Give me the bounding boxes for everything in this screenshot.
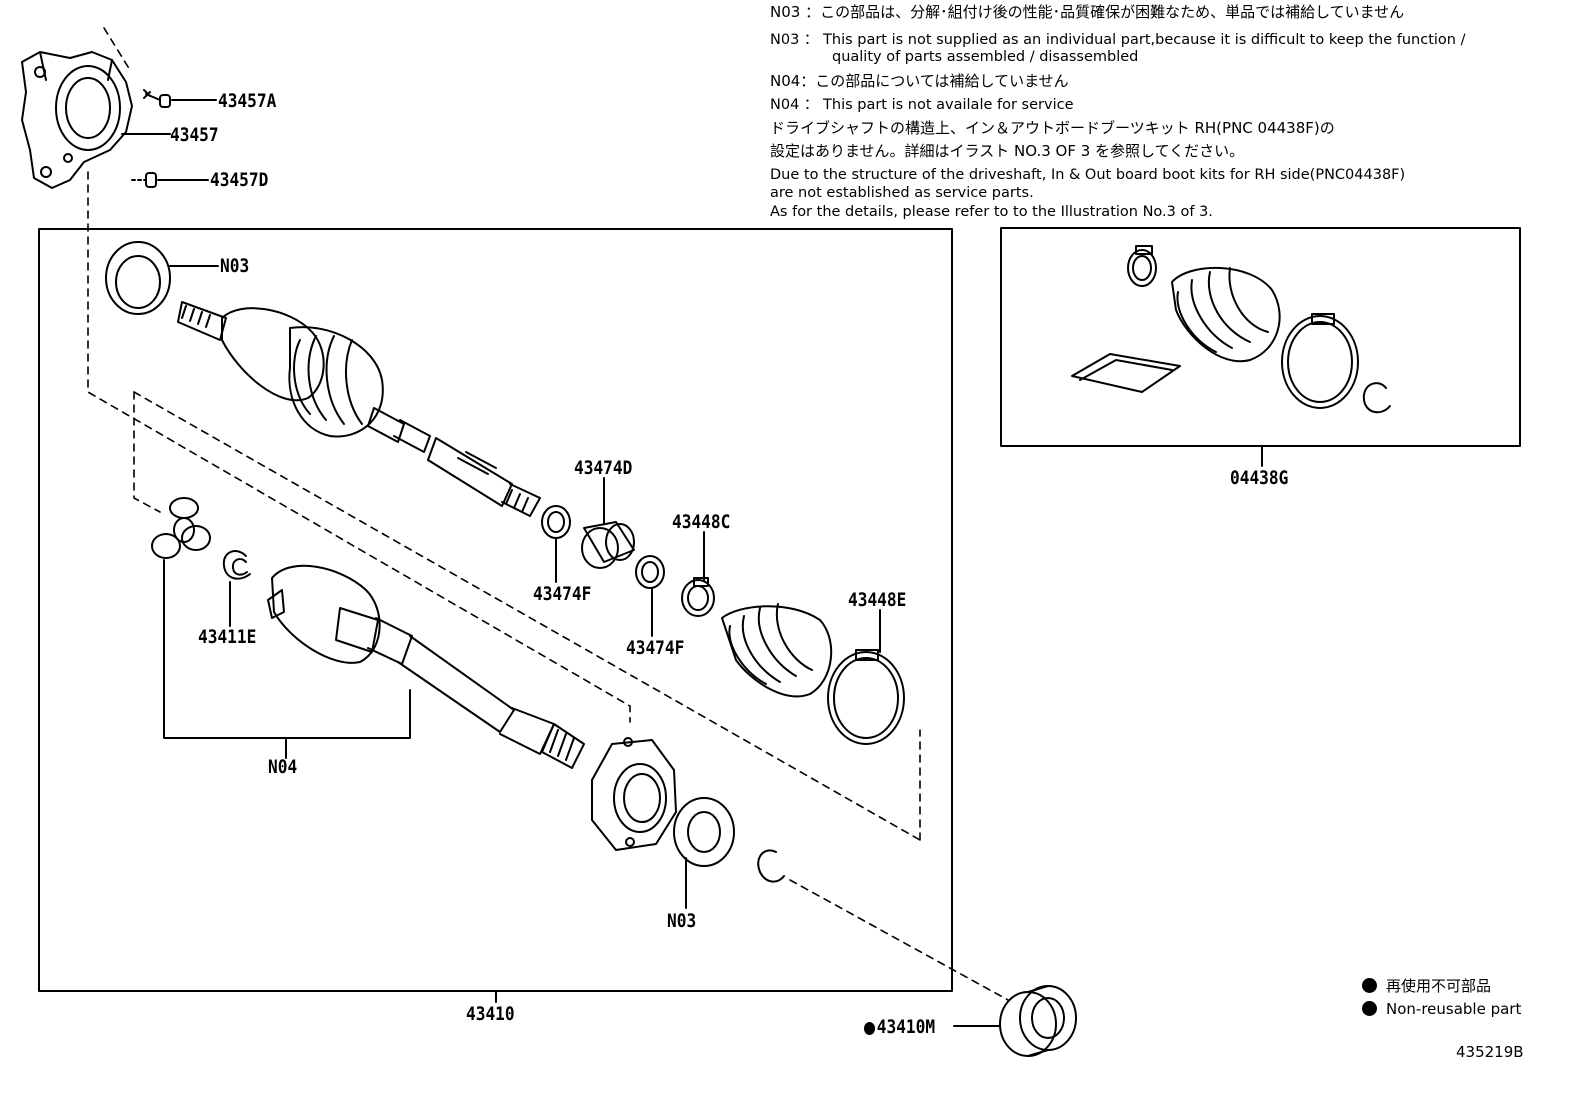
label-43457: 43457 bbox=[170, 124, 219, 146]
legend-en-text: Non-reusable part bbox=[1386, 1000, 1522, 1018]
label-43457A: 43457A bbox=[218, 90, 277, 112]
boot-kit-snap-ring bbox=[1362, 382, 1391, 414]
label-43448C: 43448C bbox=[672, 511, 731, 533]
bearing-43410M bbox=[999, 985, 1077, 1057]
oil-seal-N03-top bbox=[105, 241, 171, 315]
bolt-43457A bbox=[143, 89, 171, 108]
note-rh-ja-1: ドライブシャフトの構造上、イン＆アウトボードブーツキット RH(PNC 0443… bbox=[770, 119, 1335, 137]
label-43410M-text: 43410M bbox=[876, 1016, 936, 1038]
steering-knuckle-43457 bbox=[21, 51, 133, 189]
snap-ring-small bbox=[757, 849, 785, 883]
label-43410M: 43410M bbox=[864, 1017, 935, 1037]
boot-kit-04438G-frame bbox=[1000, 227, 1521, 447]
note-n04-ja: N04：この部品については補給していません bbox=[770, 72, 1069, 90]
boot-kit-grease-pack bbox=[1071, 353, 1181, 393]
label-04438G: 04438G bbox=[1230, 467, 1289, 489]
boot-kit-clamp-large bbox=[1281, 313, 1359, 409]
note-rh-en-2: are not established as service parts. bbox=[770, 185, 1034, 201]
label-43411E: 43411E bbox=[198, 626, 257, 648]
inboard-joint-shaft bbox=[267, 564, 585, 769]
note-n04-en: N04 ： This part is not availale for serv… bbox=[770, 97, 1074, 113]
oil-seal-N03-bottom bbox=[673, 797, 735, 867]
non-reusable-dot-icon bbox=[864, 1022, 876, 1035]
label-43448E: 43448E bbox=[848, 589, 907, 611]
legend-en: Non-reusable part bbox=[1362, 1000, 1521, 1018]
bolt-43457D bbox=[131, 172, 157, 188]
boot-kit-boot bbox=[1171, 266, 1281, 363]
label-N03-bottom: N03 bbox=[667, 910, 697, 932]
assembly-43410-frame bbox=[38, 228, 953, 992]
label-43474D: 43474D bbox=[574, 457, 633, 479]
tripod-joint bbox=[151, 497, 211, 559]
note-n03-en-1: N03 ： This part is not supplied as an in… bbox=[770, 32, 1466, 48]
boot-43448 bbox=[721, 603, 833, 698]
legend-ja-text: 再使用不可部品 bbox=[1386, 977, 1492, 995]
note-n03-ja: N03 ：この部品は、分解･組付け後の性能･品質確保が困難なため、単品では補給し… bbox=[770, 3, 1405, 21]
note-rh-en-1: Due to the structure of the driveshaft, … bbox=[770, 167, 1406, 183]
boot-kit-clamp-small bbox=[1127, 245, 1157, 287]
dashed-alignment-lines bbox=[87, 27, 1009, 1001]
outboard-joint-shaft bbox=[177, 301, 541, 517]
label-43457D: 43457D bbox=[210, 169, 269, 191]
legend-dot-icon bbox=[1362, 1001, 1377, 1016]
clamp-43448E bbox=[827, 649, 905, 745]
label-N04: N04 bbox=[268, 756, 298, 778]
illustration-code: 435219B bbox=[1456, 1043, 1524, 1061]
legend-ja: 再使用不可部品 bbox=[1362, 975, 1491, 996]
label-43410: 43410 bbox=[466, 1003, 515, 1025]
snap-ring-43411E bbox=[222, 550, 251, 580]
label-N03-top: N03 bbox=[220, 255, 250, 277]
clamp-43448C bbox=[681, 577, 715, 617]
bearing-bracket bbox=[591, 737, 677, 851]
label-43474F-b: 43474F bbox=[626, 637, 685, 659]
note-rh-en-3: As for the details, please refer to to t… bbox=[770, 204, 1213, 220]
clamp-43474F-a bbox=[541, 505, 571, 539]
damper-43474D bbox=[581, 521, 635, 569]
clamp-43474F-b bbox=[635, 555, 665, 589]
label-43474F-a: 43474F bbox=[533, 583, 592, 605]
note-rh-ja-2: 設定はありません。詳細はイラスト NO.3 OF 3 を参照してください。 bbox=[770, 142, 1245, 160]
note-n03-en-2: quality of parts assembled / disassemble… bbox=[832, 49, 1139, 65]
legend-dot-icon bbox=[1362, 978, 1377, 993]
